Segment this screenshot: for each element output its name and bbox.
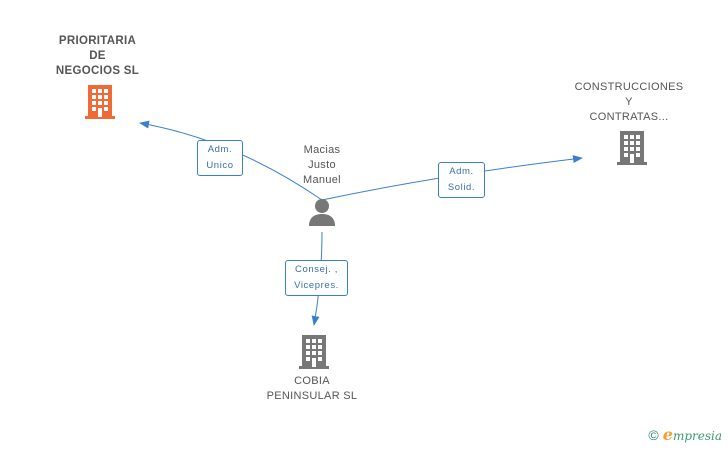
edge-label-adm-solid-line-2: Solid. — [447, 182, 476, 193]
empresia-logo[interactable]: empresia — [663, 425, 722, 444]
copyright-symbol: © — [648, 426, 659, 443]
brand-rest: mpresia — [672, 429, 722, 443]
company-prioritaria-line-3: NEGOCIOS SL — [55, 65, 140, 77]
footer-brand: © empresia — [648, 425, 722, 444]
edge-label-adm-solid[interactable]: Adm. Solid. — [438, 162, 485, 198]
company-prioritaria-label[interactable]: PRIORITARIA DE NEGOCIOS SL — [40, 34, 155, 79]
edge-label-adm-unico-line-2: Unico — [206, 160, 234, 171]
company-cobia-line-2: PENINSULAR SL — [266, 390, 358, 402]
company-construcciones-line-1: CONSTRUCCIONES — [574, 81, 684, 93]
edge-label-adm-unico[interactable]: Adm. Unico — [197, 140, 243, 176]
person-line-3: Manuel — [303, 174, 341, 186]
company-prioritaria-line-2: DE — [89, 50, 106, 62]
company-construcciones-label[interactable]: CONSTRUCCIONES Y CONTRATAS... — [570, 80, 688, 125]
person-line-2: Justo — [308, 159, 336, 171]
building-icon[interactable] — [616, 130, 648, 166]
brand-initial: e — [662, 425, 673, 444]
building-icon[interactable] — [84, 84, 116, 120]
edge-label-adm-solid-line-1: Adm. — [449, 166, 474, 177]
company-prioritaria-line-1: PRIORITARIA — [58, 35, 137, 47]
edge-label-consej-vicepres-line-1: Consej. , — [295, 264, 338, 275]
company-construcciones-line-3: CONTRATAS... — [589, 111, 669, 123]
person-label[interactable]: Macias Justo Manuel — [282, 143, 362, 188]
edge-label-consej-vicepres-line-2: Vicepres. — [294, 280, 339, 291]
person-icon[interactable] — [307, 197, 337, 227]
edge-label-consej-vicepres[interactable]: Consej. , Vicepres. — [285, 260, 348, 296]
company-construcciones-line-2: Y — [625, 96, 633, 108]
building-icon[interactable] — [298, 334, 330, 370]
person-line-1: Macias — [303, 144, 341, 156]
edge-label-adm-unico-line-1: Adm. — [207, 144, 233, 155]
company-cobia-label[interactable]: COBIA PENINSULAR SL — [256, 374, 368, 404]
company-cobia-line-1: COBIA — [294, 375, 330, 387]
